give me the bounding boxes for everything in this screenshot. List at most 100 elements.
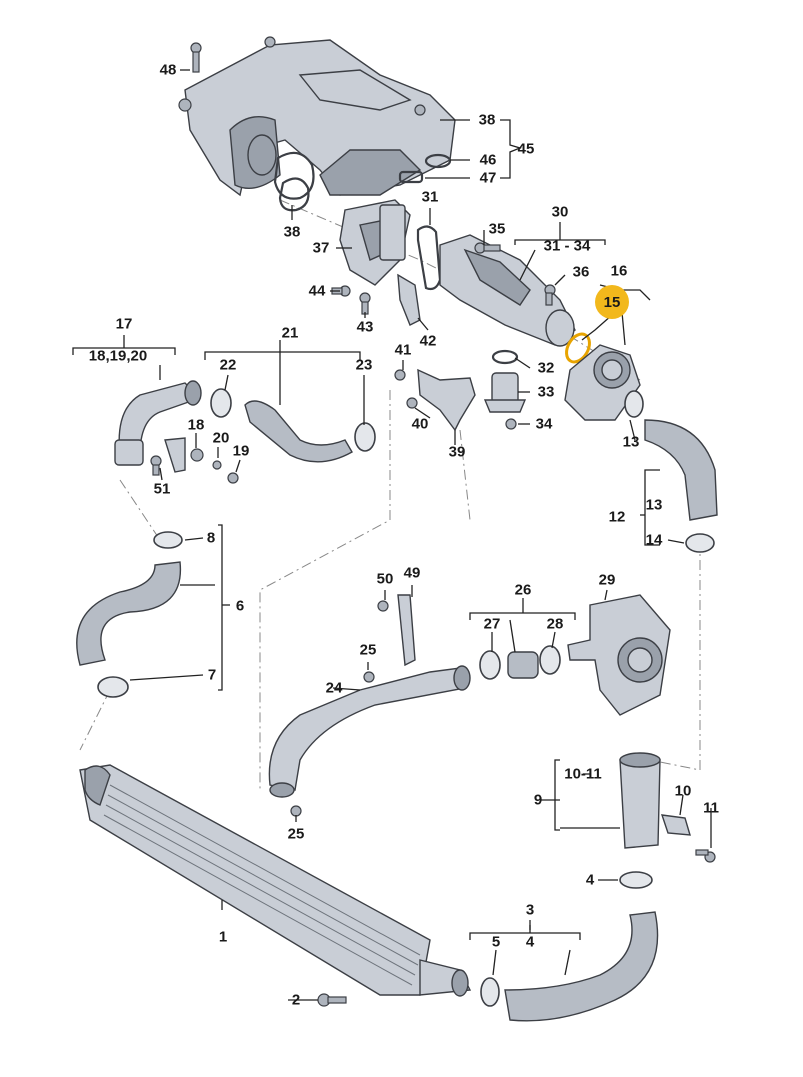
bracket-42 — [397, 273, 421, 326]
label-8: 8 — [206, 529, 216, 547]
label-4-right: 4 — [585, 871, 595, 889]
bolt-20b — [212, 460, 222, 470]
label-9: 9 — [533, 791, 543, 809]
bolt-36 — [544, 284, 556, 306]
label-23: 23 — [355, 356, 373, 374]
intake-manifold — [178, 36, 456, 197]
label-28: 28 — [546, 615, 564, 633]
gasket-38 — [273, 151, 315, 212]
label-27: 27 — [483, 615, 501, 633]
label-45: 45 — [517, 140, 535, 158]
bolt-50 — [377, 600, 389, 612]
leader-lines — [72, 69, 712, 1001]
bolt-41 — [394, 369, 406, 381]
label-42: 42 — [419, 332, 437, 350]
hose-6 — [76, 561, 182, 666]
label-46: 46 — [479, 151, 497, 169]
bolt-25a — [363, 671, 375, 683]
label-25-upper: 25 — [359, 641, 377, 659]
intercooler-fins — [103, 784, 421, 986]
label-6: 6 — [235, 597, 245, 615]
label-12: 12 — [608, 508, 626, 526]
bracket-39 — [417, 368, 476, 432]
label-20: 20 — [212, 429, 230, 447]
clamp-4 — [619, 871, 653, 889]
bolt-25b — [290, 805, 302, 817]
label-13-upper: 13 — [622, 433, 640, 451]
label-13-lower: 13 — [645, 496, 663, 514]
label-30: 30 — [551, 203, 569, 221]
label-43: 43 — [356, 318, 374, 336]
label-39: 39 — [448, 443, 466, 461]
label-10: 10 — [674, 782, 692, 800]
bolt-11 — [695, 849, 716, 863]
label-34: 34 — [535, 415, 553, 433]
bolt-40 — [406, 397, 418, 409]
label-47: 47 — [479, 169, 497, 187]
label-35: 35 — [488, 220, 506, 238]
bolt-19 — [227, 472, 239, 484]
label-24: 24 — [325, 679, 343, 697]
sensor-33 — [483, 372, 527, 413]
hose-12 — [644, 419, 718, 521]
seal-32 — [491, 349, 519, 365]
pipe-24 — [268, 665, 471, 798]
label-40: 40 — [411, 415, 429, 433]
label-31: 31 — [421, 188, 439, 206]
throttle-valve-29 — [567, 594, 671, 716]
label-50: 50 — [376, 570, 394, 588]
coupling-26 — [507, 651, 539, 679]
clamp-13 — [624, 390, 644, 418]
clamp-14 — [685, 533, 715, 553]
label-1: 1 — [218, 928, 228, 946]
label-36: 36 — [572, 263, 590, 281]
label-15-highlight: 15 — [595, 285, 629, 319]
label-2: 2 — [291, 991, 301, 1009]
clamp-7 — [97, 676, 129, 698]
hose-21 — [244, 400, 353, 463]
label-38-top: 38 — [478, 111, 496, 129]
clamp-5 — [480, 977, 500, 1007]
label-3: 3 — [525, 901, 535, 919]
bracket-18 — [164, 437, 186, 473]
label-7: 7 — [207, 666, 217, 684]
label-37: 37 — [312, 239, 330, 257]
label-18-19-20: 18,19,20 — [88, 347, 148, 365]
label-19: 19 — [232, 442, 250, 460]
label-17: 17 — [115, 315, 133, 333]
seal-46 — [424, 153, 452, 169]
bolt-43 — [359, 292, 371, 315]
label-31-34: 31 - 34 — [543, 237, 591, 255]
label-48: 48 — [159, 61, 177, 79]
gasket-31 — [416, 225, 442, 291]
assembly-centerlines — [79, 199, 701, 790]
label-32: 32 — [537, 359, 555, 377]
charge-pipe-17 — [114, 380, 202, 466]
bracket-49 — [397, 594, 416, 667]
label-25-lower: 25 — [287, 825, 305, 843]
label-16: 16 — [610, 262, 628, 280]
label-14: 14 — [645, 531, 663, 549]
clamp-28 — [539, 645, 561, 675]
label-44: 44 — [308, 282, 326, 300]
flap-unit-37 — [339, 199, 411, 286]
label-51: 51 — [153, 480, 171, 498]
label-4-bottom: 4 — [525, 933, 535, 951]
clamp-22 — [210, 388, 232, 418]
label-26: 26 — [514, 581, 532, 599]
label-41: 41 — [394, 341, 412, 359]
hose-3 — [504, 911, 659, 1022]
label-5: 5 — [491, 933, 501, 951]
bolt-48 — [190, 42, 202, 73]
bolt-34 — [505, 418, 517, 430]
label-21: 21 — [281, 324, 299, 342]
clamp-23 — [354, 422, 376, 452]
label-18: 18 — [187, 416, 205, 434]
bolt-51 — [150, 455, 162, 476]
gasket-47 — [398, 170, 424, 184]
o-ring-15 — [565, 332, 591, 364]
bolt-35 — [474, 242, 501, 254]
bolt-20 — [190, 448, 204, 462]
pipe-9 — [619, 752, 661, 849]
